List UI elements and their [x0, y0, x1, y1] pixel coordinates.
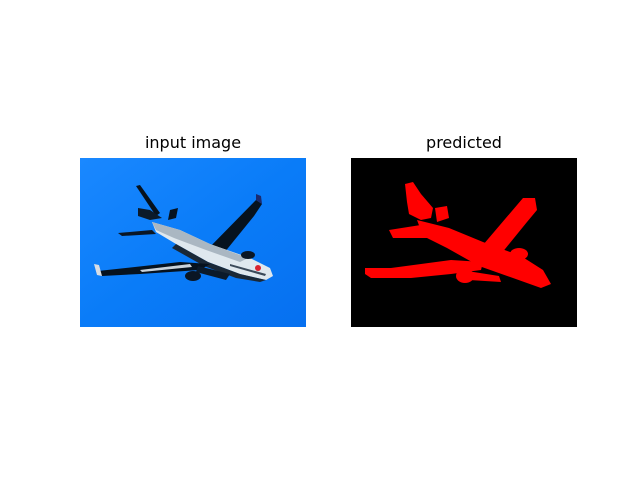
- predicted-title: predicted: [426, 133, 502, 152]
- predicted-mask: [351, 158, 577, 327]
- predicted-mask-panel: [351, 158, 577, 327]
- input-image-photo: [80, 158, 306, 327]
- airplane-silhouette: [94, 185, 273, 282]
- input-image-panel: [80, 158, 306, 327]
- input-image-title: input image: [144, 133, 242, 152]
- airplane-mask: [365, 182, 551, 288]
